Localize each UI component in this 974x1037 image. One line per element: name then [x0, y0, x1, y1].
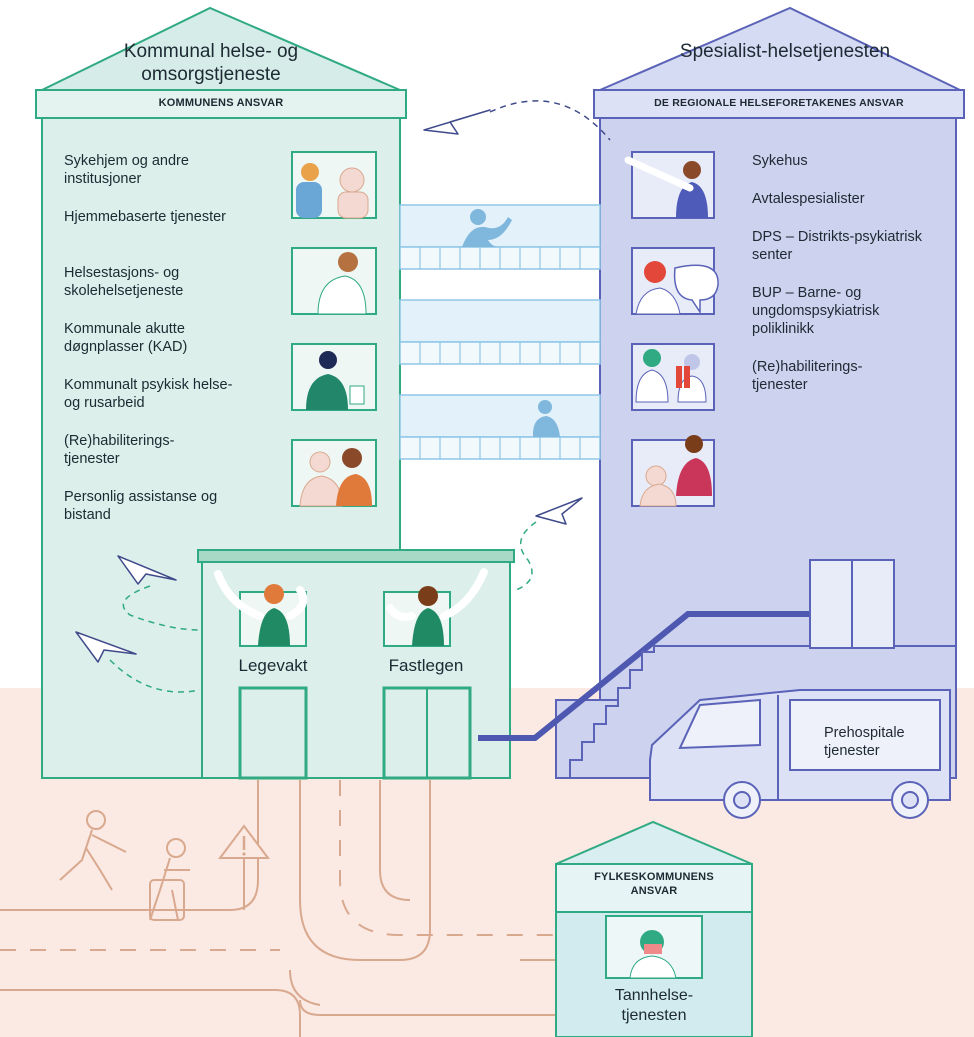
municipal-service-item: Sykehjem og andre institusjoner — [64, 153, 189, 187]
municipal-service-item: Kommunalt psykisk helse- og rusarbeid — [64, 377, 233, 411]
specialist-service-item: (Re)habiliterings-tjenester — [752, 359, 863, 393]
pedestrians — [59, 810, 190, 921]
road-center-dashes — [0, 780, 560, 951]
bridge-railing — [419, 247, 581, 459]
bridge-people — [462, 209, 560, 437]
county-banner: FYLKESKOMMUNENS ANSVAR — [594, 871, 714, 897]
county-label: Tannhelse-tjenesten — [614, 987, 694, 1024]
specialist-service-item: DPS – Distrikts-psykiatrisk senter — [752, 229, 922, 263]
ambulance-vehicle — [649, 689, 951, 819]
municipal-people — [296, 163, 372, 507]
specialist-service-item: Avtalespesialister — [752, 191, 865, 207]
front-building — [197, 549, 515, 780]
specialist-service-item: BUP – Barne- og ungdomspsykiatrisk polik… — [752, 285, 880, 337]
municipal-banner: KOMMUNENS ANSVAR — [158, 97, 284, 109]
paper-planes — [75, 109, 583, 663]
warning-sign-icon — [218, 824, 270, 910]
specialist-people — [624, 156, 719, 507]
road — [0, 780, 560, 1037]
referral-path — [478, 611, 828, 741]
municipal-service-item: Hjemmebaserte tjenester — [64, 209, 226, 225]
municipal-title: Kommunal helse- og omsorgstjeneste — [123, 41, 299, 85]
specialist-service-item: Sykehus — [752, 153, 808, 169]
municipal-service-item: Kommunale akutte døgnplasser (KAD) — [64, 321, 188, 355]
ambulance-label: Prehospitale tjenester — [824, 725, 905, 759]
bridges — [399, 204, 601, 460]
legevakt-label: Legevakt — [238, 656, 308, 675]
fastlegen-label: Fastlegen — [388, 656, 464, 675]
county-building — [555, 820, 753, 1037]
municipal-service-item: (Re)habiliterings-tjenester — [64, 433, 175, 467]
specialist-title: Spesialist-helsetjenesten — [679, 41, 891, 62]
municipal-service-item: Helsestasjons- og skolehelsetjeneste — [64, 265, 184, 299]
specialist-banner: DE REGIONALE HELSEFORETAKENES ANSVAR — [654, 97, 904, 109]
municipal-service-item: Personlig assistanse og bistand — [64, 489, 218, 523]
plane-trails — [109, 100, 611, 693]
